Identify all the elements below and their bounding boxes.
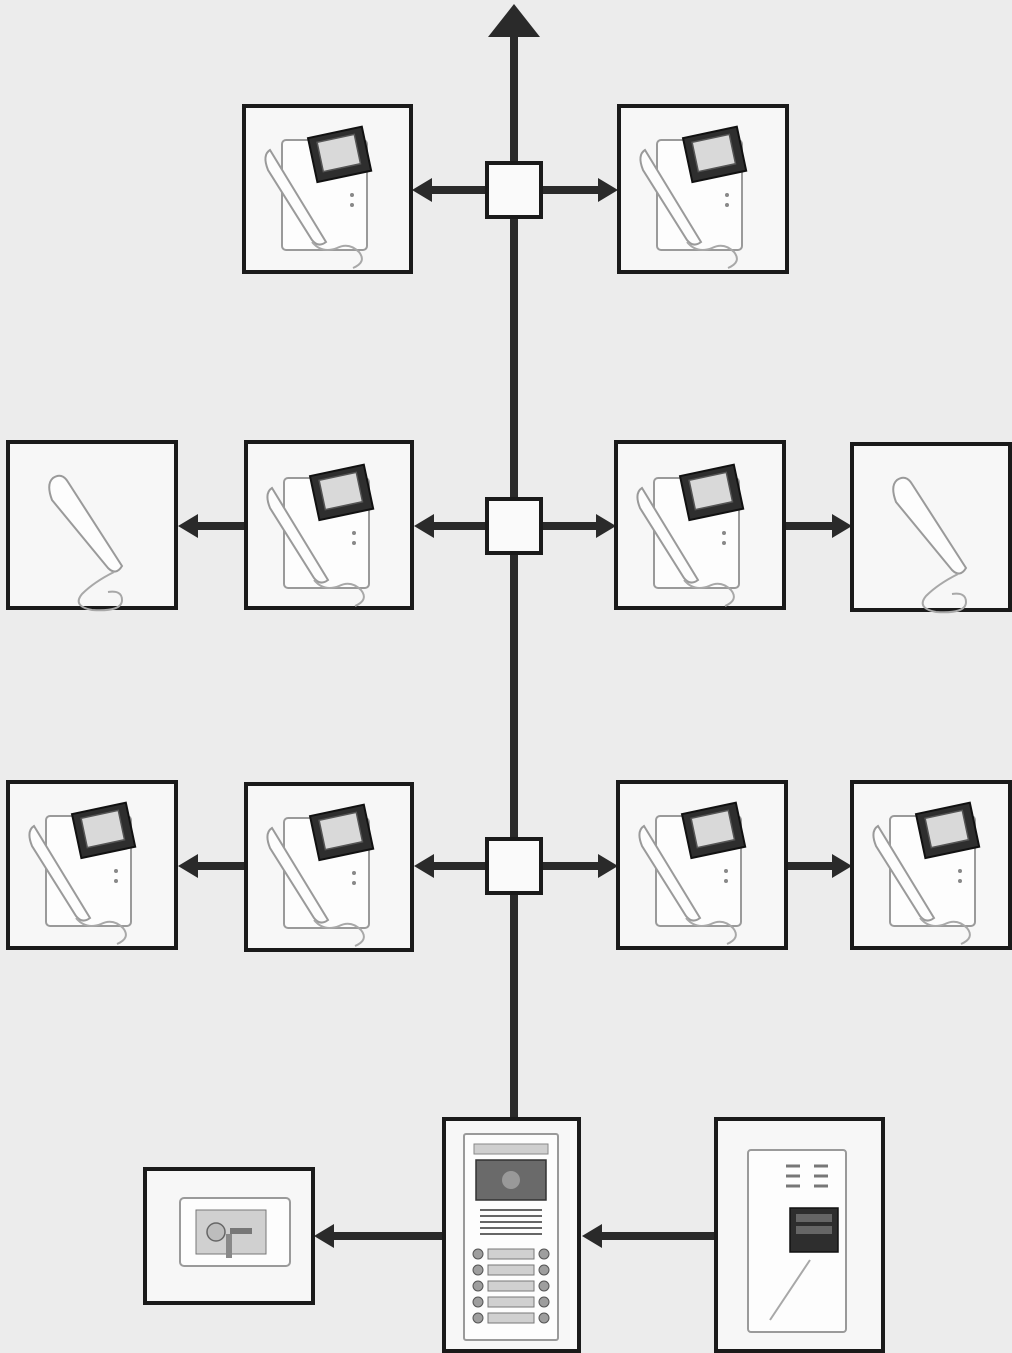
node-door-entry-panel bbox=[442, 1117, 581, 1353]
call-buttons bbox=[472, 1248, 550, 1324]
node-mid-far-left-handset bbox=[6, 440, 178, 612]
arrowhead-r3-right bbox=[598, 854, 618, 878]
junction-box-1 bbox=[485, 161, 543, 219]
arrowhead-r3-left bbox=[414, 854, 434, 878]
arrowhead-r2-left bbox=[414, 514, 434, 538]
node-top-left-video-monitor bbox=[242, 104, 413, 274]
arrowhead-r2-far-right bbox=[832, 514, 852, 538]
video-monitor-icon bbox=[266, 803, 375, 947]
node-low-right-video-monitor bbox=[616, 780, 788, 950]
node-top-right-video-monitor bbox=[617, 104, 789, 274]
arrowhead-r1-left bbox=[412, 178, 432, 202]
video-monitor-icon bbox=[639, 125, 748, 269]
node-door-lock bbox=[143, 1167, 315, 1305]
arrowhead-r1-right bbox=[598, 178, 618, 202]
arrowhead-lock bbox=[314, 1224, 334, 1248]
arrowhead-r2-far-left bbox=[178, 514, 198, 538]
arrowhead-r2-right bbox=[596, 514, 616, 538]
junction-box-2 bbox=[485, 497, 543, 555]
electric-lock-icon bbox=[179, 1197, 291, 1267]
node-mid-far-right-handset bbox=[850, 442, 1012, 614]
video-monitor-icon bbox=[264, 125, 373, 269]
power-supply-icon bbox=[747, 1149, 847, 1333]
arrowhead-r3-far-right bbox=[832, 854, 852, 878]
junction-box-3 bbox=[485, 837, 543, 895]
node-low-far-right-video-monitor bbox=[850, 780, 1012, 950]
node-mid-right-video-monitor bbox=[614, 440, 786, 610]
video-monitor-icon bbox=[872, 801, 981, 945]
top-arrow-icon bbox=[488, 4, 540, 37]
node-low-left-video-monitor bbox=[244, 782, 414, 952]
arrowhead-r3-far-left bbox=[178, 854, 198, 878]
node-power-supply bbox=[714, 1117, 885, 1353]
node-low-far-left-video-monitor bbox=[6, 780, 178, 950]
node-mid-left-video-monitor bbox=[244, 440, 414, 610]
arrowhead-panel bbox=[582, 1224, 602, 1248]
video-monitor-icon bbox=[266, 463, 375, 607]
video-monitor-icon bbox=[638, 801, 747, 945]
video-monitor-icon bbox=[636, 463, 745, 607]
video-monitor-icon bbox=[28, 801, 137, 945]
door-entry-panel-icon bbox=[463, 1133, 559, 1341]
